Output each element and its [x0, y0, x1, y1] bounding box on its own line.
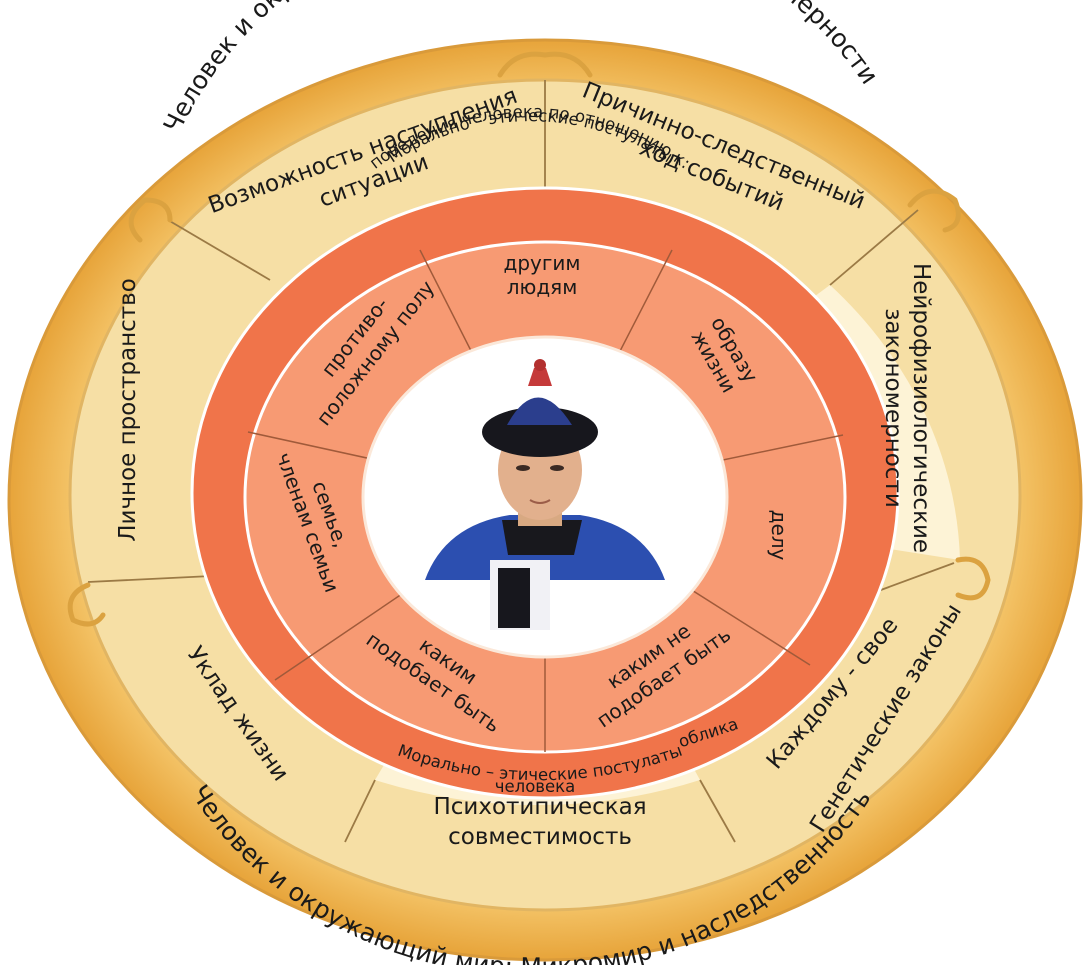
inner-work-label: делу	[767, 510, 791, 561]
inner-others-line2: людям	[507, 275, 578, 299]
inner-others: другим людям	[504, 251, 581, 299]
center-figure-image	[425, 359, 665, 630]
sector-psychotypic-line2: совместимость	[448, 824, 632, 850]
inner-others-line1: другим	[504, 251, 581, 275]
sector-neurophysio-line1: Нейрофизиологические	[908, 263, 934, 553]
sector-neurophysio: Нейрофизиологические закономерности	[880, 263, 934, 553]
sector-psychotypic-line1: Психотипическая	[433, 794, 646, 820]
sector-personal-space-label: Личное пространство	[115, 278, 141, 542]
sector-psychotypic: Психотипическая совместимость	[433, 794, 646, 850]
sector-neurophysio-line2: закономерности	[880, 308, 906, 508]
inner-work: делу	[767, 510, 791, 561]
ornament-scrolls	[67, 51, 991, 627]
postulate-appearance-line2: человека	[495, 777, 576, 796]
sector-personal-space: Личное пространство	[115, 278, 141, 542]
